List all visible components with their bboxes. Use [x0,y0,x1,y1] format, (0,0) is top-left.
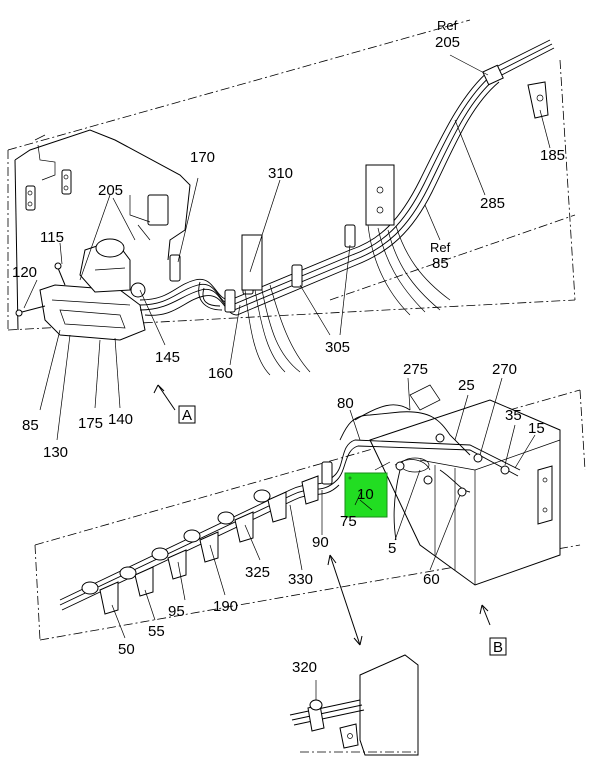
lower-clips [81,461,333,615]
callout-190[interactable]: 190 [213,598,238,615]
upper-harness [139,39,555,316]
callout-25[interactable]: 25 [458,377,475,394]
callout-75[interactable]: 75 [340,513,357,530]
callout-305[interactable]: 305 [325,339,350,356]
callout-185[interactable]: 185 [540,147,565,164]
callout-90[interactable]: 90 [312,534,329,551]
callout-145[interactable]: 145 [155,349,180,366]
view-marker-a[interactable]: A [178,405,196,424]
callout-270[interactable]: 270 [492,361,517,378]
callout-120[interactable]: 120 [12,264,37,281]
callout-85-ref[interactable]: 85 [432,255,449,272]
callout-330[interactable]: 330 [288,571,313,588]
callout-205-left[interactable]: 205 [98,182,123,199]
callout-275[interactable]: 275 [403,361,428,378]
callout-130[interactable]: 130 [43,444,68,461]
callout-10[interactable]: 10 [357,486,374,503]
callout-ref205-ref: Ref [437,18,458,33]
upper-leaders [23,54,551,441]
view-marker-b[interactable]: B [489,637,507,656]
callout-60[interactable]: 60 [423,571,440,588]
upper-frame-rails [244,224,451,376]
detail-320 [289,654,419,756]
connector-housing [15,238,146,341]
callout-85-left[interactable]: 85 [22,417,39,434]
highlight-part-10[interactable] [344,472,388,518]
callout-80[interactable]: 80 [337,395,354,412]
callout-5[interactable]: 5 [388,540,396,557]
callout-140[interactable]: 140 [108,411,133,428]
upper-clips [169,64,549,313]
callout-160[interactable]: 160 [208,365,233,382]
callout-15[interactable]: 15 [528,420,545,437]
callout-170[interactable]: 170 [190,149,215,166]
callout-310[interactable]: 310 [268,165,293,182]
callout-175[interactable]: 175 [78,415,103,432]
callout-labels: Ref 205 185 285 Ref 85 170 310 205 115 1… [12,18,565,676]
callout-ref85-ref: Ref [430,240,451,255]
callout-325[interactable]: 325 [245,564,270,581]
view-label-a: A [182,407,192,424]
callout-205-top[interactable]: 205 [435,34,460,51]
view-label-b: B [493,639,503,656]
upper-left-structure [14,129,191,331]
callout-50[interactable]: 50 [118,641,135,658]
callout-320[interactable]: 320 [292,659,317,676]
callout-55[interactable]: 55 [148,623,165,640]
callout-285[interactable]: 285 [480,195,505,212]
battery-box [369,384,561,586]
callout-95[interactable]: 95 [168,603,185,620]
callout-35[interactable]: 35 [505,407,522,424]
callout-115[interactable]: 115 [40,229,64,246]
upper-frame [7,19,576,331]
lower-leaders [111,377,536,646]
